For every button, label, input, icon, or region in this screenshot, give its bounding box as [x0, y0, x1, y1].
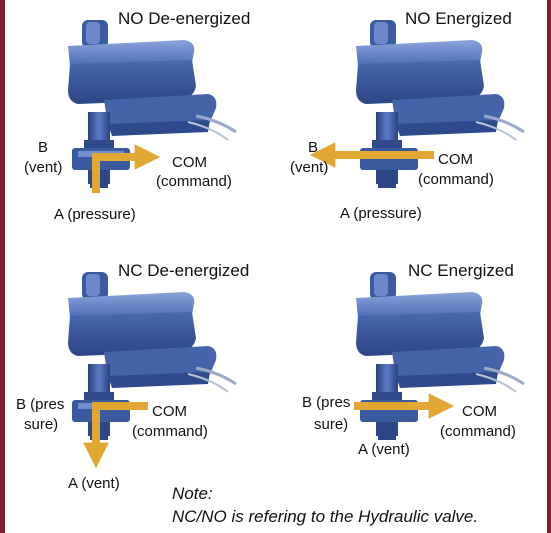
label-com-nc-de: COM [152, 403, 187, 420]
valve-nc-en [354, 270, 526, 442]
label-a-no-de: A (pressure) [54, 206, 136, 223]
label-command-no-en: (command) [418, 171, 494, 188]
label-command-nc-de: (command) [132, 423, 208, 440]
label-command-no-de: (command) [156, 173, 232, 190]
note-text: NC/NO is refering to the Hydraulic valve… [172, 507, 479, 526]
title-nc-energized: NC Energized [408, 261, 514, 280]
label-com-nc-en: COM [462, 403, 497, 420]
label-b-nc-de: B (pres [16, 396, 65, 413]
label-a-nc-de: A (vent) [68, 475, 120, 492]
label-com-no-en: COM [438, 151, 473, 168]
label-sure-nc-en: sure) [314, 416, 349, 433]
label-vent-no-de: (vent) [24, 159, 63, 176]
label-a-nc-en: A (vent) [358, 441, 410, 458]
label-command-nc-en: (command) [440, 423, 516, 440]
right-border [547, 0, 551, 533]
label-b-no-en: B [308, 139, 319, 156]
title-no-de-energized: NO De-energized [118, 9, 251, 28]
note-heading: Note: [172, 484, 213, 503]
label-a-no-en: A (pressure) [340, 205, 422, 222]
flow-arrow-no-de [92, 144, 161, 193]
label-vent-no-en: (vent) [290, 159, 329, 176]
label-b-no-de: B [38, 139, 49, 156]
title-nc-de-energized: NC De-energized [118, 261, 250, 280]
left-border [0, 0, 5, 533]
flow-arrow-nc-de [83, 402, 148, 469]
title-no-energized: NO Energized [405, 9, 512, 28]
label-com-no-de: COM [172, 154, 207, 171]
label-b-nc-en: B (pres [302, 394, 351, 411]
label-sure-nc-de: sure) [24, 416, 59, 433]
